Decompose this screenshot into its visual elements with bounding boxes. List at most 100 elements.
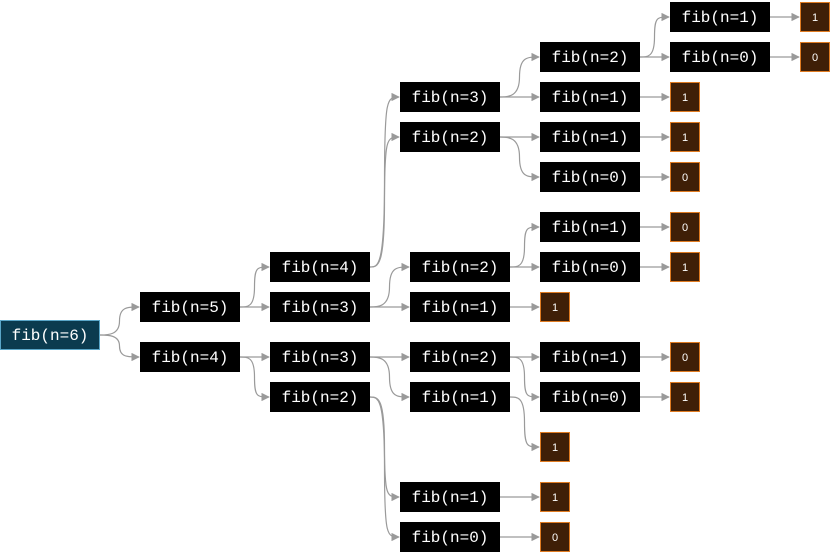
node-label: fib(n=0) — [552, 169, 629, 187]
node-label: fib(n=0) — [682, 49, 759, 67]
node-box — [670, 122, 700, 152]
call-node: fib(n=1) — [540, 342, 640, 372]
leaf-node: 1 — [670, 82, 700, 112]
node-label: 0 — [682, 222, 688, 234]
node-box — [800, 2, 830, 32]
call-node: fib(n=3) — [400, 82, 500, 112]
node-box — [270, 252, 370, 282]
call-node: fib(n=0) — [540, 252, 640, 282]
node-box — [540, 42, 640, 72]
node-box — [540, 162, 640, 192]
edge-b-b2 — [239, 356, 270, 402]
call-node: fib(n=1) — [400, 482, 500, 512]
node-label: fib(n=3) — [412, 89, 489, 107]
node-label: fib(n=5) — [152, 299, 229, 317]
node-label: 1 — [812, 12, 818, 24]
call-node: fib(n=0) — [540, 162, 640, 192]
leaf-node: 0 — [800, 42, 830, 72]
edges-layer — [99, 12, 800, 542]
edge-a12-c4 — [499, 136, 540, 182]
node-label: fib(n=3) — [282, 299, 359, 317]
node-box — [0, 320, 100, 350]
leaf-node: 0 — [670, 342, 700, 372]
edge-root-b — [99, 334, 140, 362]
node-label: fib(n=0) — [412, 529, 489, 547]
edge-a21-c5 — [509, 222, 540, 268]
node-box — [540, 482, 570, 512]
leaf-node: 0 — [670, 162, 700, 192]
edge-c1-d1 — [639, 12, 670, 58]
call-node: fib(n=4) — [140, 342, 240, 372]
node-label: fib(n=0) — [552, 389, 629, 407]
node-label: 1 — [682, 132, 688, 144]
node-label: 0 — [812, 52, 818, 64]
call-node: fib(n=3) — [270, 342, 370, 372]
node-label: 0 — [682, 172, 688, 184]
node-box — [270, 292, 370, 322]
node-box — [670, 2, 770, 32]
node-box — [670, 212, 700, 242]
call-node: fib(n=4) — [270, 252, 370, 282]
node-box — [670, 382, 700, 412]
node-box — [540, 82, 640, 112]
node-label: 0 — [552, 532, 558, 544]
node-box — [540, 212, 640, 242]
node-label: 1 — [552, 492, 558, 504]
leaf-node: 1 — [540, 432, 570, 462]
leaf-node: 1 — [670, 122, 700, 152]
node-label: fib(n=1) — [552, 219, 629, 237]
node-label: fib(n=2) — [552, 49, 629, 67]
edge-b12-L9 — [509, 396, 540, 452]
leaf-node: 1 — [540, 482, 570, 512]
node-label: fib(n=1) — [552, 349, 629, 367]
node-label: fib(n=6) — [12, 327, 89, 345]
node-label: fib(n=2) — [422, 259, 499, 277]
node-box — [670, 342, 700, 372]
node-label: 1 — [682, 92, 688, 104]
call-node: fib(n=1) — [410, 292, 510, 322]
edge-root-a — [99, 302, 140, 336]
node-box — [400, 522, 500, 552]
node-box — [270, 342, 370, 372]
node-box — [410, 292, 510, 322]
call-node: fib(n=1) — [540, 212, 640, 242]
node-box — [270, 382, 370, 412]
node-label: fib(n=2) — [422, 349, 499, 367]
node-box — [670, 42, 770, 72]
leaf-node: 1 — [540, 292, 570, 322]
edge-a2-a21 — [369, 262, 410, 308]
node-label: fib(n=2) — [282, 389, 359, 407]
node-label: fib(n=1) — [682, 9, 759, 27]
node-box — [670, 82, 700, 112]
edge-b2-b22 — [369, 396, 400, 542]
node-box — [540, 432, 570, 462]
call-node: fib(n=2) — [270, 382, 370, 412]
call-node: fib(n=5) — [140, 292, 240, 322]
node-label: fib(n=1) — [552, 129, 629, 147]
node-label: 1 — [682, 262, 688, 274]
node-label: fib(n=1) — [422, 389, 499, 407]
edge-b1-b12 — [369, 356, 410, 402]
node-label: fib(n=1) — [422, 299, 499, 317]
node-label: 1 — [552, 442, 558, 454]
node-label: 0 — [682, 352, 688, 364]
leaf-node: 0 — [540, 522, 570, 552]
leaf-node: 1 — [670, 252, 700, 282]
node-label: fib(n=4) — [282, 259, 359, 277]
node-box — [670, 162, 700, 192]
call-node: fib(n=1) — [540, 82, 640, 112]
node-box — [540, 122, 640, 152]
node-label: fib(n=3) — [282, 349, 359, 367]
node-box — [540, 292, 570, 322]
node-label: fib(n=0) — [552, 259, 629, 277]
node-label: 1 — [552, 302, 558, 314]
node-label: fib(n=1) — [412, 489, 489, 507]
edge-a1-a12 — [369, 132, 400, 268]
leaf-node: 1 — [800, 2, 830, 32]
node-box — [800, 42, 830, 72]
call-node: fib(n=0) — [400, 522, 500, 552]
call-node: fib(n=2) — [540, 42, 640, 72]
call-node: fib(n=1) — [410, 382, 510, 412]
call-node: fib(n=3) — [270, 292, 370, 322]
